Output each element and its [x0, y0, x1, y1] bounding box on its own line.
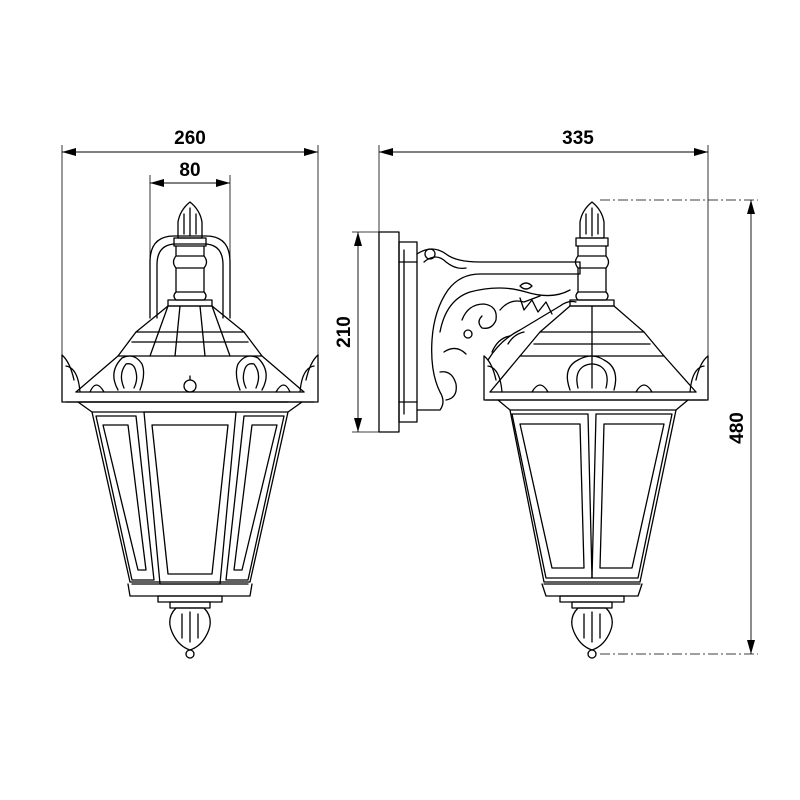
front-crown-ornaments [61, 354, 319, 403]
front-top-finial [167, 201, 213, 307]
dim-label-210: 210 [334, 316, 355, 348]
side-view-lantern [378, 201, 709, 659]
side-glass-body [497, 399, 689, 585]
side-bottom-base [541, 583, 643, 659]
dimension-side-overall-height: 480 [600, 199, 758, 655]
dimension-side-projection: 335 [378, 128, 709, 356]
dim-label-80: 80 [179, 160, 200, 181]
side-wall-plate [378, 231, 418, 433]
side-ornate-bracket [416, 248, 581, 411]
dimension-side-backplate-height: 210 [334, 231, 379, 433]
side-roof [489, 305, 697, 393]
dim-label-335: 335 [562, 128, 594, 149]
dimension-front-bracket-width: 80 [149, 160, 231, 260]
side-crown-ornaments [483, 355, 709, 401]
dim-label-260: 260 [174, 128, 206, 149]
dim-label-480: 480 [727, 412, 748, 444]
front-bottom-base [127, 583, 253, 659]
side-top-finial [569, 201, 615, 307]
dimension-front-overall-width: 260 [61, 128, 319, 400]
front-view-lantern [61, 201, 319, 659]
front-glass-body [77, 401, 303, 585]
front-roof [75, 305, 305, 393]
